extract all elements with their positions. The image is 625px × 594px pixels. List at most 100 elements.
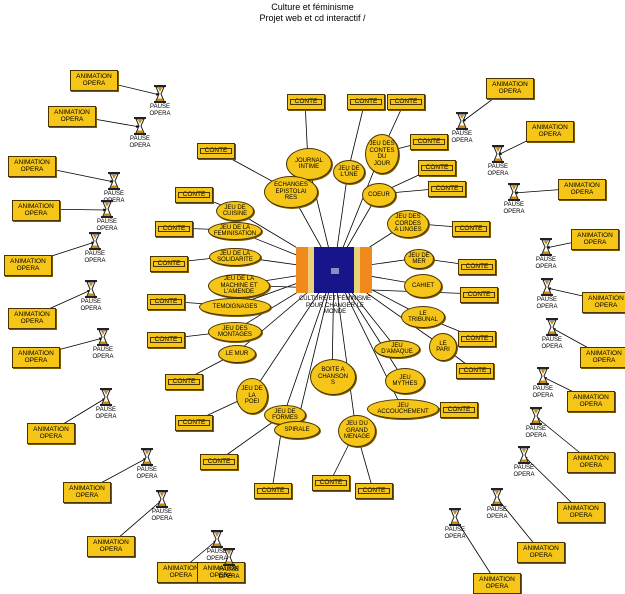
conte-box[interactable]: CONTE <box>200 454 238 470</box>
animation-opera-box[interactable]: ANIMATION OPERA <box>580 347 625 368</box>
conte-box[interactable]: CONTE <box>456 363 494 379</box>
conte-box[interactable]: CONTE <box>312 475 350 491</box>
pause-opera-node[interactable]: PAUSE OPERA <box>529 238 563 270</box>
pause-opera-node[interactable]: PAUSE OPERA <box>130 448 164 480</box>
pause-opera-node[interactable]: PAUSE OPERA <box>535 318 569 350</box>
pause-opera-node[interactable]: PAUSE OPERA <box>445 112 479 144</box>
bubble-jeu-des-contes-du-jour[interactable]: JEU DES CONTES DU JOUR <box>365 134 399 174</box>
bubble-jeu-de-la-solidarite[interactable]: JEU DE LA SOLIDARITE <box>209 248 261 266</box>
bubble-spirale[interactable]: SPIRALE <box>274 421 320 439</box>
conte-box[interactable]: CONTE <box>287 94 325 110</box>
animation-opera-box[interactable]: ANIMATION OPERA <box>473 573 521 594</box>
bubble-jeu-de-la-machine[interactable]: JEU DE LA MACHINE ET L'AMENDE <box>208 274 270 298</box>
conte-box[interactable]: CONTE <box>440 402 478 418</box>
animation-opera-box[interactable]: ANIMATION OPERA <box>517 542 565 563</box>
conte-box[interactable]: CONTE <box>175 187 213 203</box>
conte-box[interactable]: CONTE <box>458 331 496 347</box>
animation-opera-box[interactable]: ANIMATION OPERA <box>486 78 534 99</box>
bubble-jeu-des-cordes-a-linges[interactable]: JEU DES CORDES A LINGES <box>387 210 429 238</box>
bubble-le-tribunal[interactable]: LE TRIBUNAL <box>401 306 445 328</box>
animation-opera-box[interactable]: ANIMATION OPERA <box>567 452 615 473</box>
animation-opera-box[interactable]: ANIMATION OPERA <box>48 106 96 127</box>
pause-opera-node[interactable]: PAUSE OPERA <box>89 388 123 420</box>
conte-box[interactable]: CONTE <box>355 483 393 499</box>
bubble-coeur[interactable]: COEUR <box>362 183 396 207</box>
bubble-jeu-de-lune[interactable]: JEU DE L'ÛNE <box>333 160 365 184</box>
animation-opera-box[interactable]: ANIMATION OPERA <box>557 502 605 523</box>
pause-opera-node[interactable]: PAUSE OPERA <box>481 145 515 177</box>
pause-opera-node[interactable]: PAUSE OPERA <box>530 278 564 310</box>
bubble-jeu-de-la-feminisation[interactable]: JEU DE LA FEMINISATION <box>208 222 262 240</box>
animation-opera-box[interactable]: ANIMATION OPERA <box>63 482 111 503</box>
animation-opera-box[interactable]: ANIMATION OPERA <box>558 179 606 200</box>
conte-box[interactable]: CONTE <box>150 256 188 272</box>
bubble-le-pari[interactable]: LE PARI <box>429 333 457 361</box>
animation-opera-box[interactable]: ANIMATION OPERA <box>197 562 245 583</box>
pause-opera-node[interactable]: PAUSE OPERA <box>145 490 179 522</box>
animation-opera-label: ANIMATION OPERA <box>573 455 609 469</box>
pause-opera-node[interactable]: PAUSE OPERA <box>97 172 131 204</box>
bubble-jeu-de-la-poei[interactable]: JEU DE LA POEI <box>236 378 268 414</box>
conte-box[interactable]: CONTE <box>347 94 385 110</box>
conte-box[interactable]: CONTE <box>175 415 213 431</box>
pause-opera-node[interactable]: PAUSE OPERA <box>519 407 553 439</box>
bubble-le-mur[interactable]: LE MUR <box>218 345 256 363</box>
conte-box[interactable]: CONTE <box>147 294 185 310</box>
bubble-jeu-accouchement[interactable]: JEU ACCOUCHEMENT <box>367 399 439 419</box>
animation-opera-box[interactable]: ANIMATION OPERA <box>8 308 56 329</box>
pause-opera-node[interactable]: PAUSE OPERA <box>90 200 124 232</box>
conte-box[interactable]: CONTE <box>147 332 185 348</box>
animation-opera-box[interactable]: ANIMATION OPERA <box>582 292 625 313</box>
animation-opera-box[interactable]: ANIMATION OPERA <box>4 255 52 276</box>
conte-box[interactable]: CONTE <box>165 374 203 390</box>
pause-opera-node[interactable]: PAUSE OPERA <box>526 367 560 399</box>
conte-box[interactable]: CONTE <box>410 134 448 150</box>
conte-box[interactable]: CONTE <box>254 483 292 499</box>
bubble-jeu-de-mer[interactable]: JEU DE MER <box>404 249 434 269</box>
pause-opera-label: PAUSE OPERA <box>513 465 535 478</box>
pause-opera-node[interactable]: PAUSE OPERA <box>480 488 514 520</box>
bubble-journal-intime[interactable]: JOURNAL INTIME <box>286 148 332 180</box>
bubble-echanges-epistolaires[interactable]: ECHANGES EPISTOLAI RES <box>264 176 318 208</box>
central-hub-icon[interactable] <box>296 247 372 293</box>
conte-box[interactable]: CONTE <box>418 160 456 176</box>
pause-opera-node[interactable]: PAUSE OPERA <box>200 530 234 562</box>
conte-box[interactable]: CONTE <box>197 143 235 159</box>
conte-box[interactable]: CONTE <box>155 221 193 237</box>
conte-box[interactable]: CONTE <box>458 259 496 275</box>
animation-opera-box[interactable]: ANIMATION OPERA <box>567 391 615 412</box>
conte-box[interactable]: CONTE <box>452 221 490 237</box>
pause-opera-node[interactable]: PAUSE OPERA <box>74 280 108 312</box>
conte-box[interactable]: CONTE <box>460 287 498 303</box>
bubble-boite-a-chansons[interactable]: BOITE A CHANSON S <box>310 359 356 395</box>
pause-opera-node[interactable]: PAUSE OPERA <box>507 446 541 478</box>
pause-opera-node[interactable]: PAUSE OPERA <box>86 328 120 360</box>
conte-box[interactable]: CONTE <box>428 181 466 197</box>
animation-opera-box[interactable]: ANIMATION OPERA <box>12 200 60 221</box>
animation-opera-box[interactable]: ANIMATION OPERA <box>526 121 574 142</box>
animation-opera-box[interactable]: ANIMATION OPERA <box>87 536 135 557</box>
pause-opera-label: PAUSE OPERA <box>206 549 228 562</box>
pause-opera-label: PAUSE OPERA <box>80 299 102 312</box>
animation-opera-box[interactable]: ANIMATION OPERA <box>70 70 118 91</box>
conte-box[interactable]: CONTE <box>387 94 425 110</box>
pause-opera-node[interactable]: PAUSE OPERA <box>123 117 157 149</box>
animation-opera-box[interactable]: ANIMATION OPERA <box>27 423 75 444</box>
pause-opera-node[interactable]: PAUSE OPERA <box>212 548 246 580</box>
bubble-jeu-de-cuisine[interactable]: JEU DE CUISINE <box>216 201 254 221</box>
pause-opera-node[interactable]: PAUSE OPERA <box>438 508 472 540</box>
animation-opera-box[interactable]: ANIMATION OPERA <box>8 156 56 177</box>
bubble-jeu-mythes[interactable]: JEU MYTHES <box>385 368 425 394</box>
bubble-jeu-du-grand-menage[interactable]: JEU DU GRAND MENAGE <box>338 415 376 447</box>
animation-opera-box[interactable]: ANIMATION OPERA <box>12 347 60 368</box>
bubble-cahiet[interactable]: CAHIET <box>404 274 442 298</box>
pause-opera-node[interactable]: PAUSE OPERA <box>497 183 531 215</box>
pause-opera-node[interactable]: PAUSE OPERA <box>78 232 112 264</box>
animation-opera-box[interactable]: ANIMATION OPERA <box>571 229 619 250</box>
bubble-jeu-des-montages[interactable]: JEU DES MONTAGES <box>208 322 262 342</box>
bubble-jeu-damaque[interactable]: JEU D'AMAQUE <box>374 340 420 358</box>
bubble-jeu-de-formes[interactable]: JEU DE FORMES <box>264 405 306 425</box>
bubble-temoignages[interactable]: TEMOIGNAGES <box>199 298 271 316</box>
pause-opera-node[interactable]: PAUSE OPERA <box>143 85 177 117</box>
central-topic-label: CULTURE ET FÉMINISME POUR CHANGER LE MON… <box>298 296 372 315</box>
